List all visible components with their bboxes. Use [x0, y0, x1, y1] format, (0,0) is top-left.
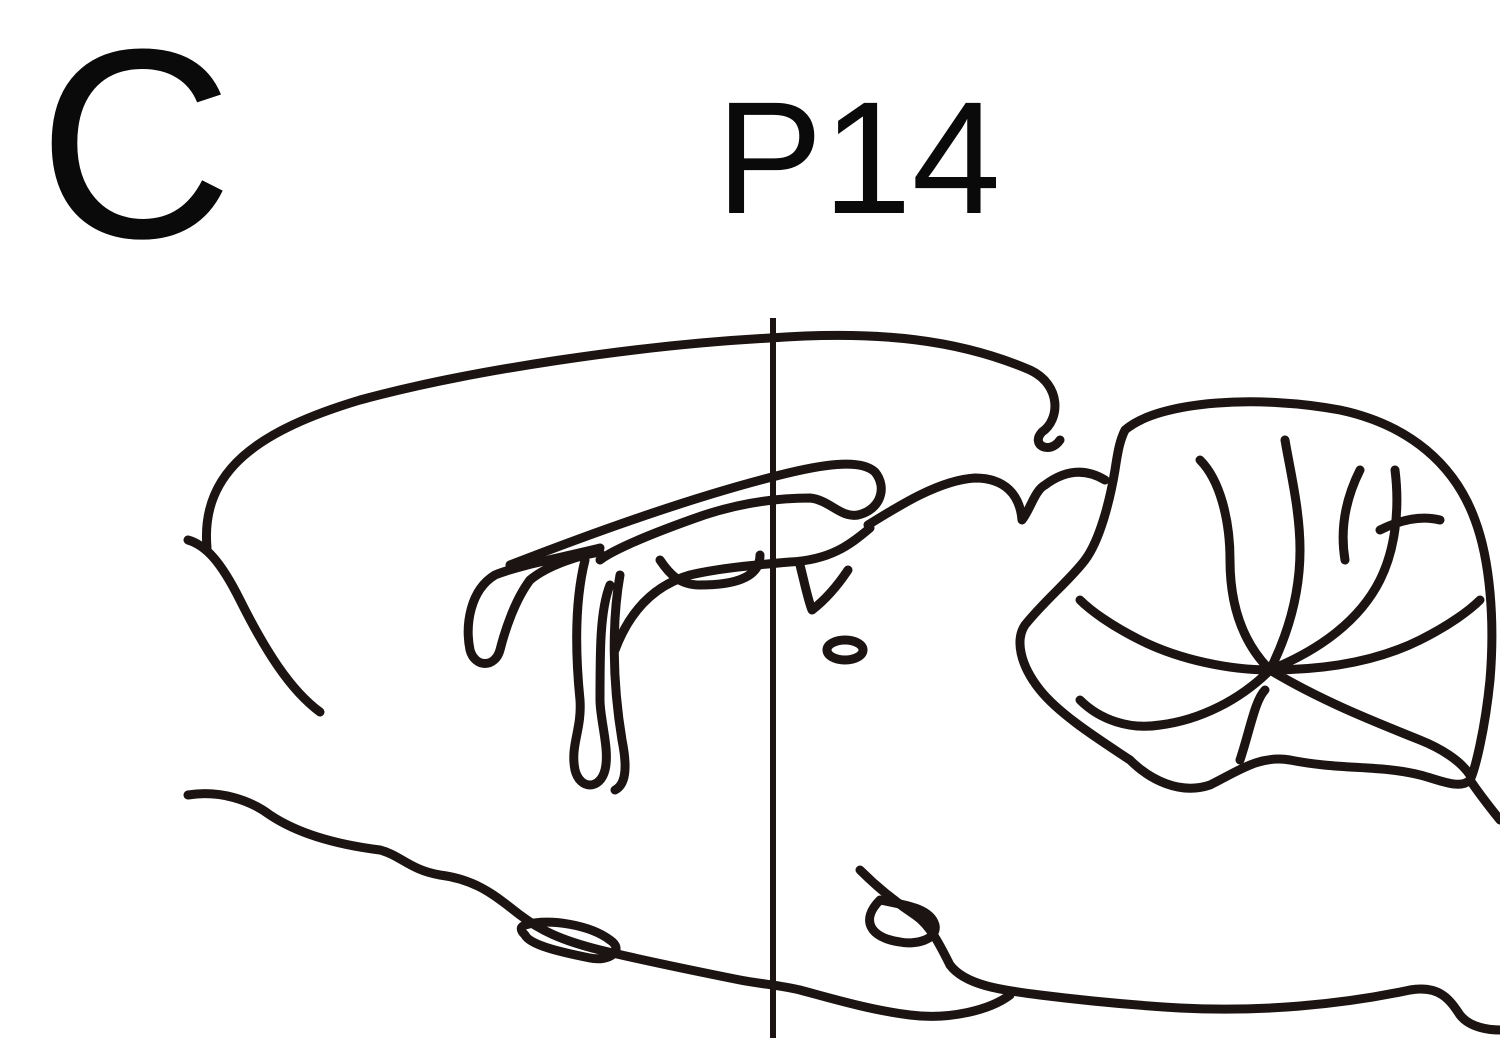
olfactory-bulb-outline [188, 540, 320, 712]
cerebellar-folia [1080, 440, 1480, 775]
corpus-callosum-outline [510, 464, 881, 565]
brainstem-outline [860, 870, 1500, 1030]
hippocampus-outline [574, 560, 625, 790]
ventricle-wedge-outline [800, 565, 848, 610]
nucleus-ellipse [827, 640, 863, 660]
midbrain-outline [868, 472, 1105, 525]
cerebellum-outline [1020, 402, 1492, 788]
peduncle-outline [1470, 780, 1500, 820]
